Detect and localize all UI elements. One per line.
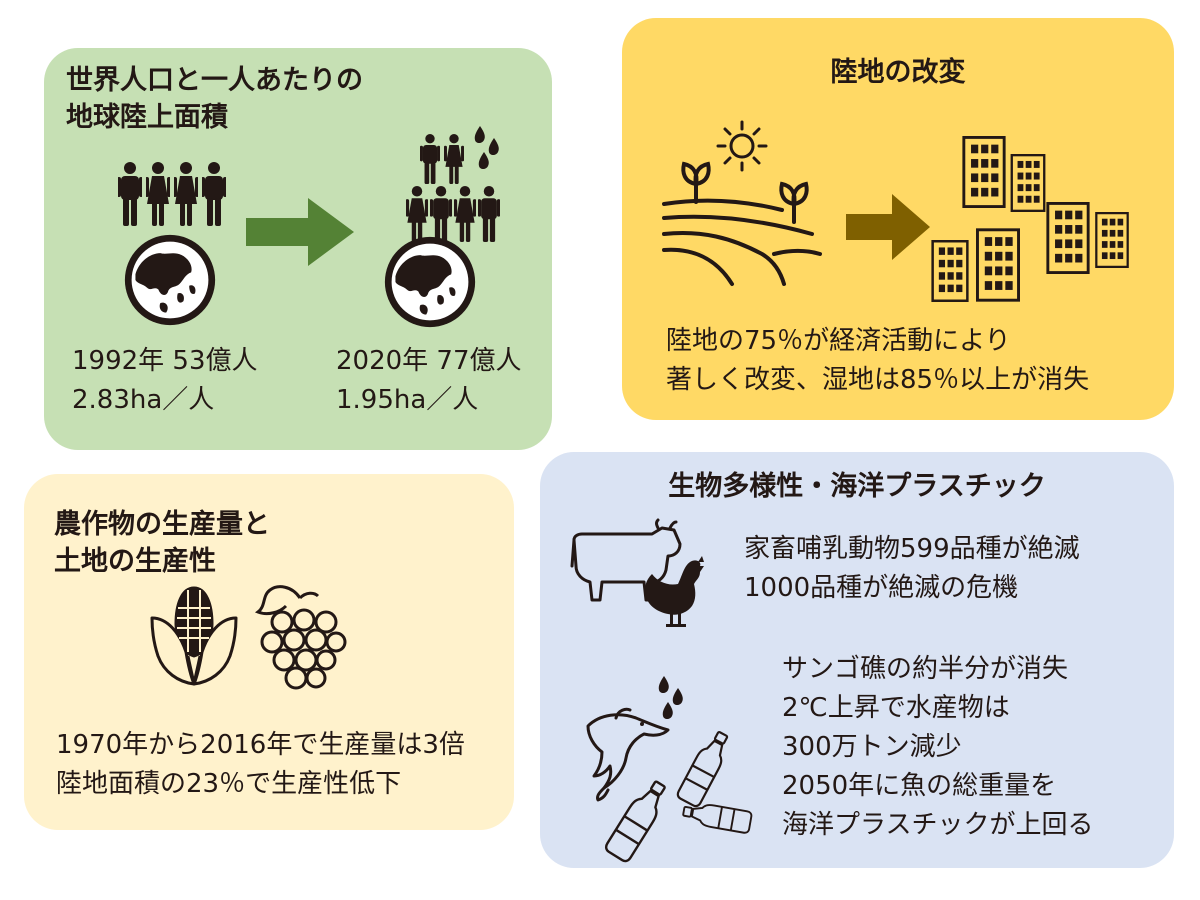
sun-icon (716, 120, 768, 172)
biodiversity-ocean-line: 2℃上昇で水産物は (782, 693, 1010, 723)
globe-icon (124, 234, 216, 326)
arrow-shape (846, 194, 930, 260)
population-title-line: 世界人口と一人あたりの (66, 65, 363, 96)
land-body-line: 著しく改変、湿地は85％以上が消失 (666, 365, 1090, 395)
population-after-line: 1.95ha／人 (336, 385, 479, 415)
biodiversity-ocean-line: 海洋プラスチックが上回る (782, 810, 1094, 840)
globe-icon (384, 236, 476, 328)
people-icon (118, 162, 226, 226)
land-body-text: 陸地の75％が経済活動により 著しく改変、湿地は85％以上が消失 (666, 322, 1089, 400)
population-title-line: 地球陸上面積 (66, 102, 228, 133)
biodiversity-ocean-line: 2050年に魚の総重量を (782, 771, 1057, 801)
arrow-right-icon (246, 198, 354, 266)
dolphin-icon (586, 707, 670, 802)
population-before-text: 1992年 53億人 2.83ha／人 (72, 342, 258, 420)
agriculture-card: 農作物の生産量と 土地の生産性 1970年から2016年で生産量は3倍 陸地面積… (24, 474, 514, 830)
agriculture-title-line: 土地の生産性 (54, 546, 216, 577)
corn-icon (150, 586, 238, 686)
biodiversity-livestock-line: 1000品種が絶滅の危機 (744, 573, 1019, 603)
arrow-right-icon (846, 194, 930, 260)
grapes-icon (254, 585, 347, 690)
population-title: 世界人口と一人あたりの 地球陸上面積 (66, 62, 363, 136)
plastic-bottle-icon (680, 799, 754, 835)
agriculture-body-line: 1970年から2016年で生産量は3倍 (56, 730, 465, 760)
biodiversity-ocean-line: 300万トン減少 (782, 732, 962, 762)
chicken-icon (645, 556, 704, 627)
population-before-line: 1992年 53億人 (72, 346, 258, 376)
farmland-icon (662, 161, 822, 286)
biodiversity-ocean-text: サンゴ礁の約半分が消失 2℃上昇で水産物は 300万トン減少 2050年に魚の総… (782, 650, 1093, 845)
plastic-bottle-icon (602, 775, 674, 865)
agriculture-body-line: 陸地面積の23％で生産性低下 (56, 769, 402, 799)
people-icon (406, 134, 500, 242)
land-body-line: 陸地の75％が経済活動により (666, 326, 1011, 356)
land-title: 陸地の改変 (830, 57, 966, 88)
biodiversity-title: 生物多様性・海洋プラスチック (668, 471, 1046, 502)
cow-icon (570, 518, 682, 602)
population-after-text: 2020年 77億人 1.95ha／人 (336, 342, 522, 420)
agriculture-title: 農作物の生産量と 土地の生産性 (54, 506, 270, 580)
agriculture-body-text: 1970年から2016年で生産量は3倍 陸地面積の23％で生産性低下 (56, 726, 465, 804)
biodiversity-livestock-text: 家畜哺乳動物599品種が絶滅 1000品種が絶滅の危機 (744, 530, 1080, 608)
arrow-shape (246, 198, 354, 266)
population-after-line: 2020年 77億人 (336, 346, 522, 376)
population-before-line: 2.83ha／人 (72, 385, 215, 415)
land-card: 陸地の改変 陸地の75％が経済活動により 著し (622, 18, 1174, 420)
buildings-icon (931, 136, 1130, 302)
agriculture-title-line: 農作物の生産量と (54, 509, 270, 540)
biodiversity-ocean-line: サンゴ礁の約半分が消失 (782, 654, 1069, 684)
population-card: 世界人口と一人あたりの 地球陸上面積 1992年 53億人 2.83ha／人 2… (44, 48, 552, 450)
biodiversity-livestock-line: 家畜哺乳動物599品種が絶滅 (744, 534, 1080, 564)
biodiversity-card: 生物多様性・海洋プラスチック 家畜哺乳動物599品種が絶滅 1000品種が絶滅の… (540, 452, 1174, 868)
